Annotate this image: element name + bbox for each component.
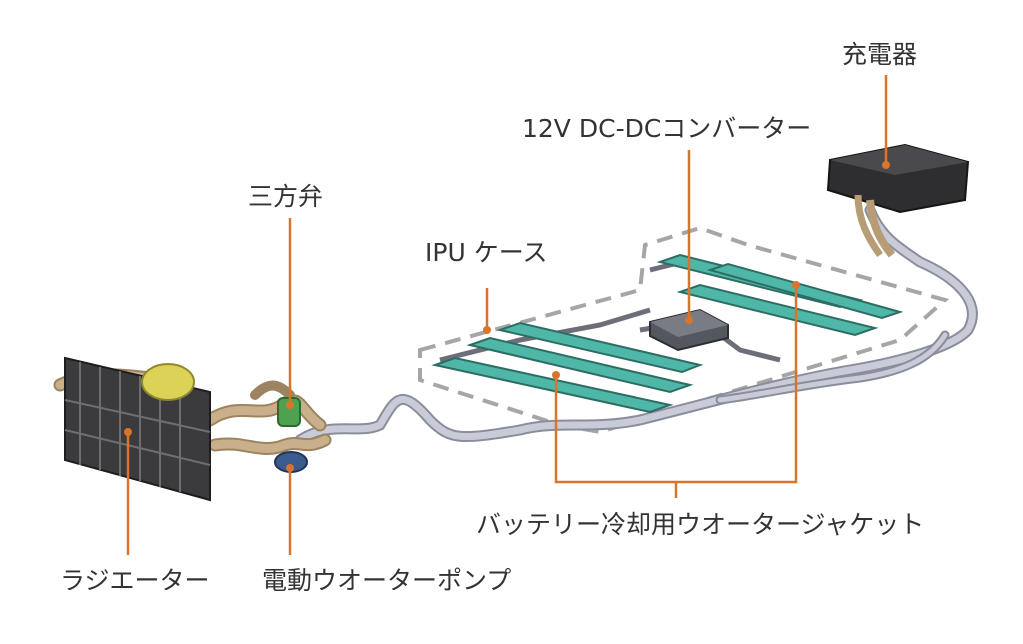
water-jacket-plate	[706, 262, 904, 320]
label-radiator: ラジエーター	[60, 566, 210, 595]
water-jacket-plate	[466, 336, 694, 394]
label-water-jacket: バッテリー冷却用ウオータージャケット	[476, 510, 925, 539]
water-jacket-plate	[431, 356, 674, 414]
dcdc-converter-unit	[649, 308, 729, 352]
charger-unit	[826, 143, 970, 258]
coolant-pipe	[294, 204, 978, 446]
leader-lines	[126, 75, 888, 555]
water-jackets	[431, 253, 904, 414]
label-dcdc-converter: 12V DC-DCコンバーター	[522, 114, 812, 143]
radiator-unit	[64, 356, 211, 502]
label-electric-pump: 電動ウオーターポンプ	[262, 566, 512, 595]
label-ipu-case: IPU ケース	[425, 238, 548, 267]
leader-dots	[124, 161, 890, 472]
ipu-case-outline	[418, 225, 950, 435]
water-jacket-plate	[496, 321, 704, 374]
label-charger: 充電器	[842, 40, 918, 69]
reservoir-tank	[141, 363, 195, 401]
label-three-way-valve: 三方弁	[248, 182, 324, 211]
